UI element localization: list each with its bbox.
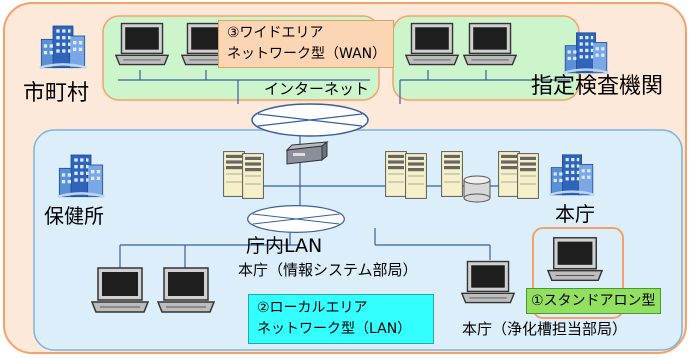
laptop-icon <box>115 22 169 66</box>
it-dept-label: 本庁（情報システム部局） <box>238 261 418 279</box>
storage-disk-icon <box>463 175 491 203</box>
septic-dept-label: 本庁（浄化槽担当部局） <box>462 320 628 338</box>
server-icon <box>517 153 539 199</box>
wan-label-line2: ネットワーク型（WAN） <box>227 46 387 62</box>
lan-cloud <box>246 204 346 234</box>
laptop-icon <box>157 267 215 313</box>
laptop-icon <box>463 22 517 66</box>
network-hub-icon <box>285 140 329 165</box>
office-lan-label: 庁内LAN <box>246 235 323 257</box>
laptop-icon <box>91 267 149 313</box>
agency-label: 指定検査機関 <box>531 74 664 99</box>
laptop-icon <box>461 260 515 304</box>
municipality-label: 市町村 <box>23 81 90 106</box>
server-icon <box>405 153 427 199</box>
wan-type-label: ③ワイドエリア ネットワーク型（WAN） <box>218 20 394 68</box>
head-office-label: 本庁 <box>555 202 595 226</box>
lan-label-line1: ②ローカルエリア <box>257 300 368 316</box>
server-icon <box>223 151 245 197</box>
internet-label: インターネット <box>264 80 370 98</box>
standalone-type-label: ①スタンドアロン型 <box>526 288 661 314</box>
server-icon <box>498 151 520 197</box>
server-icon <box>242 153 264 199</box>
server-icon <box>441 151 463 197</box>
laptop-icon <box>405 22 459 66</box>
lan-label-line2: ネットワーク型（LAN） <box>257 321 412 337</box>
lan-type-label: ②ローカルエリア ネットワーク型（LAN） <box>248 294 434 344</box>
server-icon <box>385 151 407 197</box>
internet-cloud <box>251 103 369 137</box>
laptop-icon <box>547 236 603 282</box>
wan-label-line1: ③ワイドエリア <box>227 25 324 41</box>
health-center-label: 保健所 <box>44 204 104 228</box>
